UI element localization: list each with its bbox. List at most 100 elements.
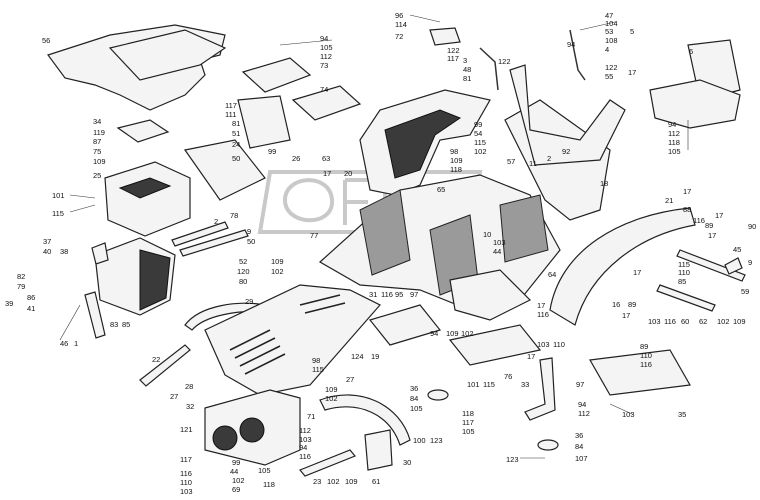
- part-callout-139: 115: [312, 365, 324, 374]
- part-callout-18: 117: [447, 54, 459, 63]
- part-callout-94: 50: [247, 237, 256, 246]
- engine-hood-28-part: [204, 284, 381, 396]
- headlight-left: [212, 425, 238, 451]
- part-callout-171: 110: [180, 478, 192, 487]
- part-callout-157: 103: [299, 435, 312, 444]
- part-callout-119: 124: [351, 352, 364, 361]
- part-callout-105: 86: [27, 293, 36, 302]
- part-callout-9: 94: [567, 40, 576, 49]
- part-callout-98: 109: [271, 257, 284, 266]
- mat-cover-part: [108, 29, 227, 81]
- part-callout-165: 30: [403, 458, 412, 467]
- part-callout-90: 10: [483, 230, 492, 239]
- leader-lines: [59, 14, 633, 459]
- part-callout-29: 51: [232, 129, 241, 138]
- part-callout-145: 102: [325, 394, 338, 403]
- part-callout-14: 112: [320, 52, 332, 61]
- part-callout-162: 36: [575, 431, 584, 440]
- part-callout-126: 17: [527, 352, 536, 361]
- tank-38-side: [139, 249, 171, 311]
- part-callout-38: 75: [93, 147, 102, 156]
- part-callout-53: 77: [310, 231, 319, 240]
- part-callout-177: 102: [327, 477, 340, 486]
- part-callout-39: 109: [93, 157, 106, 166]
- bracket-22-part: [139, 344, 191, 387]
- part-callout-69: 17: [708, 231, 717, 240]
- part-callout-60: 112: [668, 129, 680, 138]
- part-callout-178: 109: [345, 477, 358, 486]
- part-callout-92: 78: [230, 211, 239, 220]
- part-callout-47: 98: [450, 147, 459, 156]
- part-callout-87: 109: [733, 317, 746, 326]
- part-callout-2: 114: [395, 20, 407, 29]
- cab-floor-part: [449, 269, 532, 321]
- part-callout-45: 115: [474, 138, 486, 147]
- part-callout-124: 103: [537, 340, 550, 349]
- part-callout-113: 31: [369, 290, 378, 299]
- part-callout-131: 97: [576, 380, 585, 389]
- part-callout-1: 96: [395, 11, 404, 20]
- flap-61-part: [364, 429, 393, 471]
- part-callout-13: 105: [320, 43, 333, 52]
- part-callout-70: 90: [748, 222, 757, 231]
- box-25-opening: [118, 177, 172, 199]
- part-callout-63: 17: [683, 187, 692, 196]
- part-callout-5: 104: [605, 19, 618, 28]
- part-callout-66: 17: [715, 211, 724, 220]
- part-callout-12: 94: [320, 34, 329, 43]
- part-callout-175: 118: [263, 480, 275, 489]
- rod-23-part: [299, 449, 356, 477]
- part-callout-144: 109: [325, 385, 338, 394]
- cab-panel-right: [499, 194, 549, 263]
- headlight-right: [239, 417, 265, 443]
- part-callout-19: 3: [463, 56, 468, 65]
- part-callout-122: 109: [446, 329, 459, 338]
- part-callout-71: 45: [733, 245, 742, 254]
- part-callout-140: 27: [346, 375, 355, 384]
- part-callout-46: 102: [474, 147, 487, 156]
- box-25-part: [104, 161, 191, 237]
- part-callout-82: 103: [648, 317, 661, 326]
- part-callout-127: 101: [467, 380, 480, 389]
- part-callout-174: 69: [232, 485, 241, 494]
- part-callout-173: 102: [232, 476, 245, 485]
- part-callout-17: 122: [447, 46, 460, 55]
- part-callout-74: 110: [678, 268, 690, 277]
- part-callout-169: 105: [258, 466, 271, 475]
- part-callout-168: 44: [230, 467, 239, 476]
- part-callout-106: 41: [27, 304, 36, 313]
- part-callout-20: 122: [498, 57, 511, 66]
- part-callout-103: 82: [17, 272, 26, 281]
- part-callout-150: 117: [462, 418, 474, 427]
- part-callout-26: 117: [225, 101, 237, 110]
- part-callout-102: 38: [60, 247, 69, 256]
- part-callout-110: 46: [60, 339, 69, 348]
- part-callout-104: 79: [17, 282, 26, 291]
- fender-64-part: [549, 207, 696, 326]
- part-callout-0: 56: [42, 36, 51, 45]
- part-callout-99: 102: [271, 267, 284, 276]
- part-callout-125: 110: [553, 340, 565, 349]
- part-callout-6: 53: [605, 27, 614, 36]
- part-callout-176: 23: [313, 477, 322, 486]
- part-callout-7: 108: [605, 36, 618, 45]
- part-callout-49: 118: [450, 165, 462, 174]
- part-callout-117: 17: [537, 301, 546, 310]
- part-callout-28: 81: [232, 119, 241, 128]
- part-callout-48: 109: [450, 156, 463, 165]
- part-callout-59: 94: [668, 120, 677, 129]
- part-callout-61: 118: [668, 138, 680, 147]
- plate-72-part: [429, 27, 461, 46]
- part-callout-24: 55: [605, 72, 614, 81]
- part-callout-111: 1: [74, 339, 79, 348]
- bracket-1-part: [84, 291, 106, 339]
- part-callout-23: 122: [605, 63, 618, 72]
- part-callout-141: 28: [185, 382, 194, 391]
- part-callout-80: 89: [628, 300, 637, 309]
- part-callout-146: 36: [410, 384, 419, 393]
- bracket-26-part: [237, 95, 291, 149]
- part-callout-76: 17: [633, 268, 642, 277]
- part-callout-133: 110: [640, 351, 652, 360]
- part-callout-115: 95: [395, 290, 404, 299]
- part-callout-89: 44: [493, 247, 502, 256]
